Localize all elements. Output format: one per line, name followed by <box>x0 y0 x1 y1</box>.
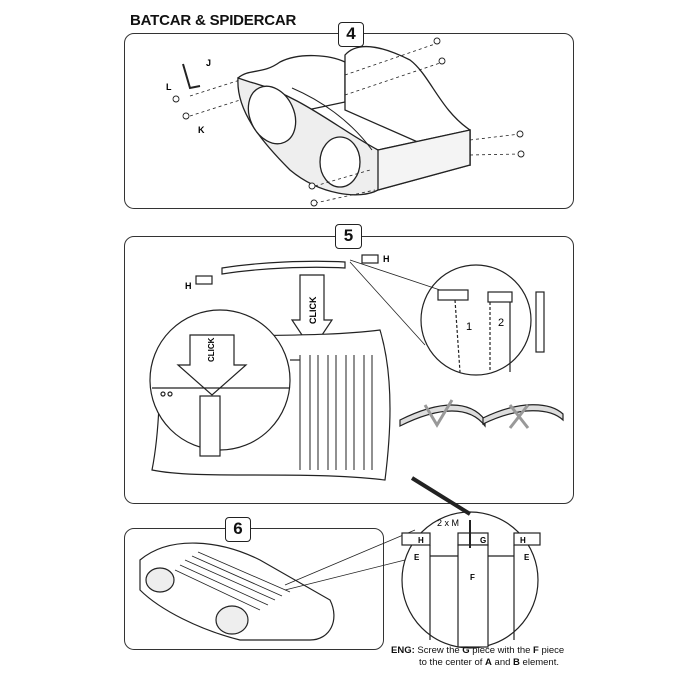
label-H-left: H <box>418 536 424 545</box>
step-4-bed-illustration <box>172 37 525 207</box>
note-element-A: A <box>485 657 492 668</box>
step-5-slat-illustration <box>149 254 564 481</box>
click-label-main: CLICK <box>308 296 318 324</box>
note-text: to the center of <box>419 657 486 668</box>
note-text: element. <box>519 657 559 668</box>
note-text: piece <box>538 645 565 656</box>
label-L: L <box>166 82 172 92</box>
step-6-number: 6 <box>225 517 251 542</box>
label-E-left: E <box>414 553 420 562</box>
note-text: piece with the <box>469 645 534 656</box>
step-6-bed-illustration <box>139 476 541 649</box>
label-F: F <box>470 573 475 582</box>
label-E-right: E <box>524 553 530 562</box>
label-2xM: 2 x M <box>437 518 459 528</box>
note-piece-G: G <box>462 645 470 656</box>
note-prefix: ENG: <box>391 645 415 656</box>
label-step-2: 2 <box>498 317 504 329</box>
note-element-B: B <box>513 657 520 668</box>
label-step-1: 1 <box>466 321 472 333</box>
label-J: J <box>206 58 211 68</box>
label-K: K <box>198 125 205 135</box>
note-piece-F: F <box>533 645 539 656</box>
note-text: and <box>491 657 514 668</box>
label-H-right: H <box>520 536 526 545</box>
label-H-right: H <box>383 254 390 264</box>
instruction-note: ENG: Screw the G piece with the F piece … <box>391 645 564 669</box>
label-H-left: H <box>185 281 192 291</box>
step-5-number: 5 <box>335 224 362 249</box>
label-G: G <box>480 536 486 545</box>
page-title: BATCAR & SPIDERCAR <box>130 12 297 29</box>
note-text: Screw the <box>417 645 463 656</box>
click-label-detail: CLICK <box>207 337 216 362</box>
step-4-number: 4 <box>338 22 364 47</box>
